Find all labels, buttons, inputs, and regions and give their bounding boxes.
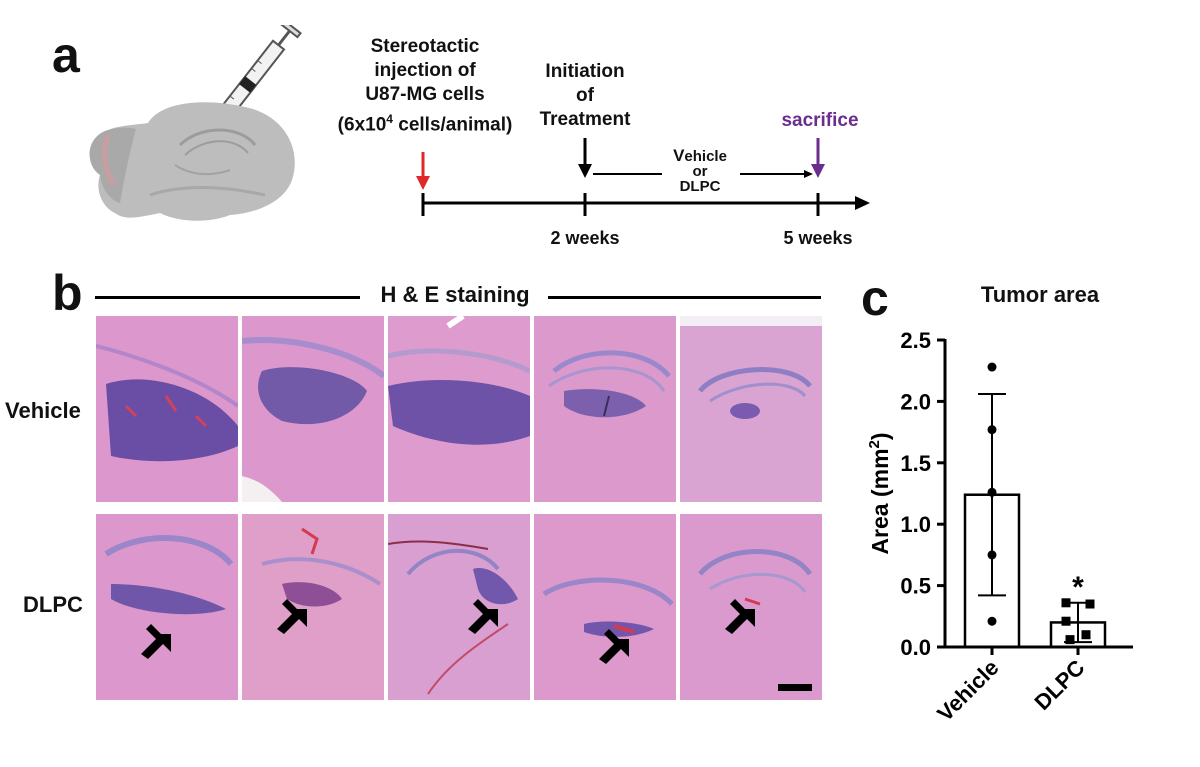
initiation-line-3: Treatment — [539, 109, 631, 130]
staining-rule-left — [95, 296, 360, 299]
histology-image — [96, 316, 238, 502]
initiation-line-1: Initiation — [545, 61, 625, 82]
histology-image — [96, 514, 238, 700]
injection-line-2: injection of — [374, 60, 476, 81]
y-tick-label: 1.0 — [900, 512, 931, 537]
week2-label: 2 weeks — [550, 228, 620, 248]
y-tick-label: 2.5 — [900, 328, 931, 353]
dose-text: (6x104 cells/animal) — [320, 107, 530, 137]
panel-a-label: a — [52, 27, 80, 83]
data-point — [987, 362, 997, 372]
x-tick-label-dlpc: DLPC — [1030, 655, 1090, 715]
timeline-arrowhead — [855, 196, 870, 210]
brain-syringe-illustration — [89, 25, 302, 221]
staining-rule-right — [548, 296, 821, 299]
scale-bar — [778, 684, 812, 691]
dlpc-treatment-text: DLPC — [679, 178, 721, 195]
data-point — [1061, 616, 1071, 626]
data-point — [987, 550, 997, 560]
histology-image — [388, 316, 530, 502]
vehicle-treatment-text: Vehicle — [650, 146, 750, 165]
row-label-vehicle: Vehicle — [5, 398, 81, 423]
treatment-arrow — [578, 138, 592, 178]
panel-c-label: c — [861, 270, 889, 326]
data-point — [987, 425, 997, 435]
histology-image — [388, 514, 530, 700]
treatment-label: Vehicle or DLPC — [650, 146, 750, 195]
vehicle-initial: V — [673, 146, 685, 165]
or-text: or — [692, 163, 708, 180]
week5-label: 5 weeks — [783, 228, 853, 248]
injection-label: Stereotactic injection of U87-MG cells (… — [320, 35, 530, 137]
injection-line-3: U87-MG cells — [365, 84, 485, 105]
timeline-graphic — [416, 138, 870, 216]
mouse-brain-icon — [89, 102, 295, 221]
panel-b-label: b — [52, 265, 83, 321]
dose-suffix: cells/animal) — [392, 114, 513, 136]
dose-prefix: (6x10 — [337, 114, 387, 136]
y-tick-label: 1.5 — [900, 451, 931, 476]
data-point — [1085, 599, 1095, 609]
histology-grid — [96, 316, 822, 706]
initiation-line-2: of — [576, 85, 594, 106]
data-point — [1065, 635, 1075, 645]
histology-image — [680, 514, 822, 700]
sacrifice-arrow — [811, 138, 825, 178]
y-tick-label: 0.0 — [900, 635, 931, 660]
row-label-dlpc: DLPC — [23, 592, 83, 617]
chart-title: Tumor area — [980, 282, 1100, 307]
histology-image — [680, 316, 822, 502]
histology-image — [242, 316, 384, 502]
histology-image — [534, 514, 676, 700]
sacrifice-label: sacrifice — [781, 110, 859, 131]
data-point — [987, 616, 997, 626]
y-axis-label: Area (mm2) — [866, 432, 893, 554]
data-point — [987, 487, 997, 497]
vehicle-rest: ehicle — [684, 148, 727, 165]
injection-line-1: Stereotactic — [370, 36, 480, 57]
y-tick-label: 2.0 — [900, 389, 931, 414]
significance-marker: * — [1072, 571, 1084, 604]
x-tick-label-vehicle: Vehicle — [932, 655, 1003, 726]
dose-exponent: 4 — [386, 112, 393, 126]
staining-title: H & E staining — [380, 282, 530, 307]
y-tick-label: 0.5 — [900, 574, 931, 599]
histology-image — [534, 316, 676, 502]
data-point — [1081, 630, 1091, 640]
initiation-label: Initiation of Treatment — [525, 60, 645, 132]
data-point — [1061, 598, 1071, 608]
injection-arrow — [416, 152, 430, 190]
histology-image — [242, 514, 384, 700]
